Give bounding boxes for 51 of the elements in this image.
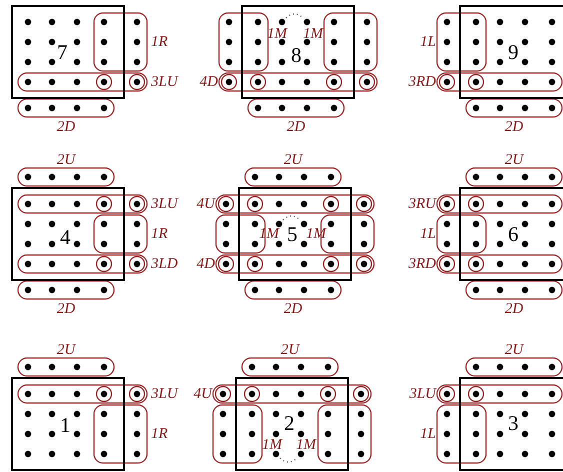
move-label: 3LD	[151, 255, 178, 273]
move-label: 3RD	[408, 255, 436, 273]
move-label: 4D	[196, 255, 215, 273]
panel-number: 1	[60, 415, 70, 436]
move-label: 1R	[151, 425, 168, 443]
move-label: 1R	[151, 225, 168, 243]
panel-number: 6	[508, 224, 518, 245]
move-label: 1L	[420, 425, 436, 443]
move-label: 2U	[284, 151, 302, 169]
move-label: 1M	[262, 436, 282, 454]
grid-square	[241, 5, 355, 99]
panel-number: 4	[60, 227, 70, 248]
panel-number: 7	[57, 42, 68, 63]
move-label: 4U	[194, 385, 212, 403]
move-label: 1M	[303, 25, 323, 43]
grid-square	[238, 187, 352, 281]
panel-number: 2	[284, 413, 294, 434]
grid-square	[11, 187, 125, 281]
move-label: 2D	[504, 300, 524, 318]
move-label: 1M	[296, 436, 316, 454]
move-label: 3RU	[408, 195, 436, 213]
move-label: 2U	[504, 151, 524, 169]
move-label: 1R	[151, 33, 168, 51]
move-label: 2D	[286, 118, 306, 136]
grid-square	[11, 377, 125, 471]
move-label: 4D	[200, 73, 218, 91]
move-label: 2D	[56, 300, 76, 318]
grid-square	[459, 377, 563, 471]
move-label: 2U	[280, 341, 300, 359]
move-label: 2D	[504, 118, 524, 136]
move-label: 3LU	[409, 385, 436, 403]
panel-number: 5	[287, 224, 298, 245]
panel-number: 3	[508, 413, 518, 434]
move-label: 1L	[420, 33, 436, 51]
move-label: 3LU	[151, 195, 178, 213]
move-label: 1L	[420, 225, 436, 243]
grid-square	[235, 377, 349, 471]
panel-number: 9	[508, 42, 518, 63]
move-label: 2U	[56, 151, 76, 169]
move-label: 2D	[56, 118, 76, 136]
grid-square	[459, 187, 563, 281]
move-label: 2D	[284, 300, 302, 318]
move-label: 4U	[196, 195, 215, 213]
grid-square	[11, 5, 125, 99]
move-label: 3RD	[408, 73, 436, 91]
move-label: 3LU	[151, 73, 178, 91]
move-label: 3LU	[151, 385, 178, 403]
grid-square	[459, 5, 563, 99]
move-label: 2U	[56, 341, 76, 359]
panel-number: 8	[291, 45, 302, 66]
move-label: 2U	[504, 341, 524, 359]
